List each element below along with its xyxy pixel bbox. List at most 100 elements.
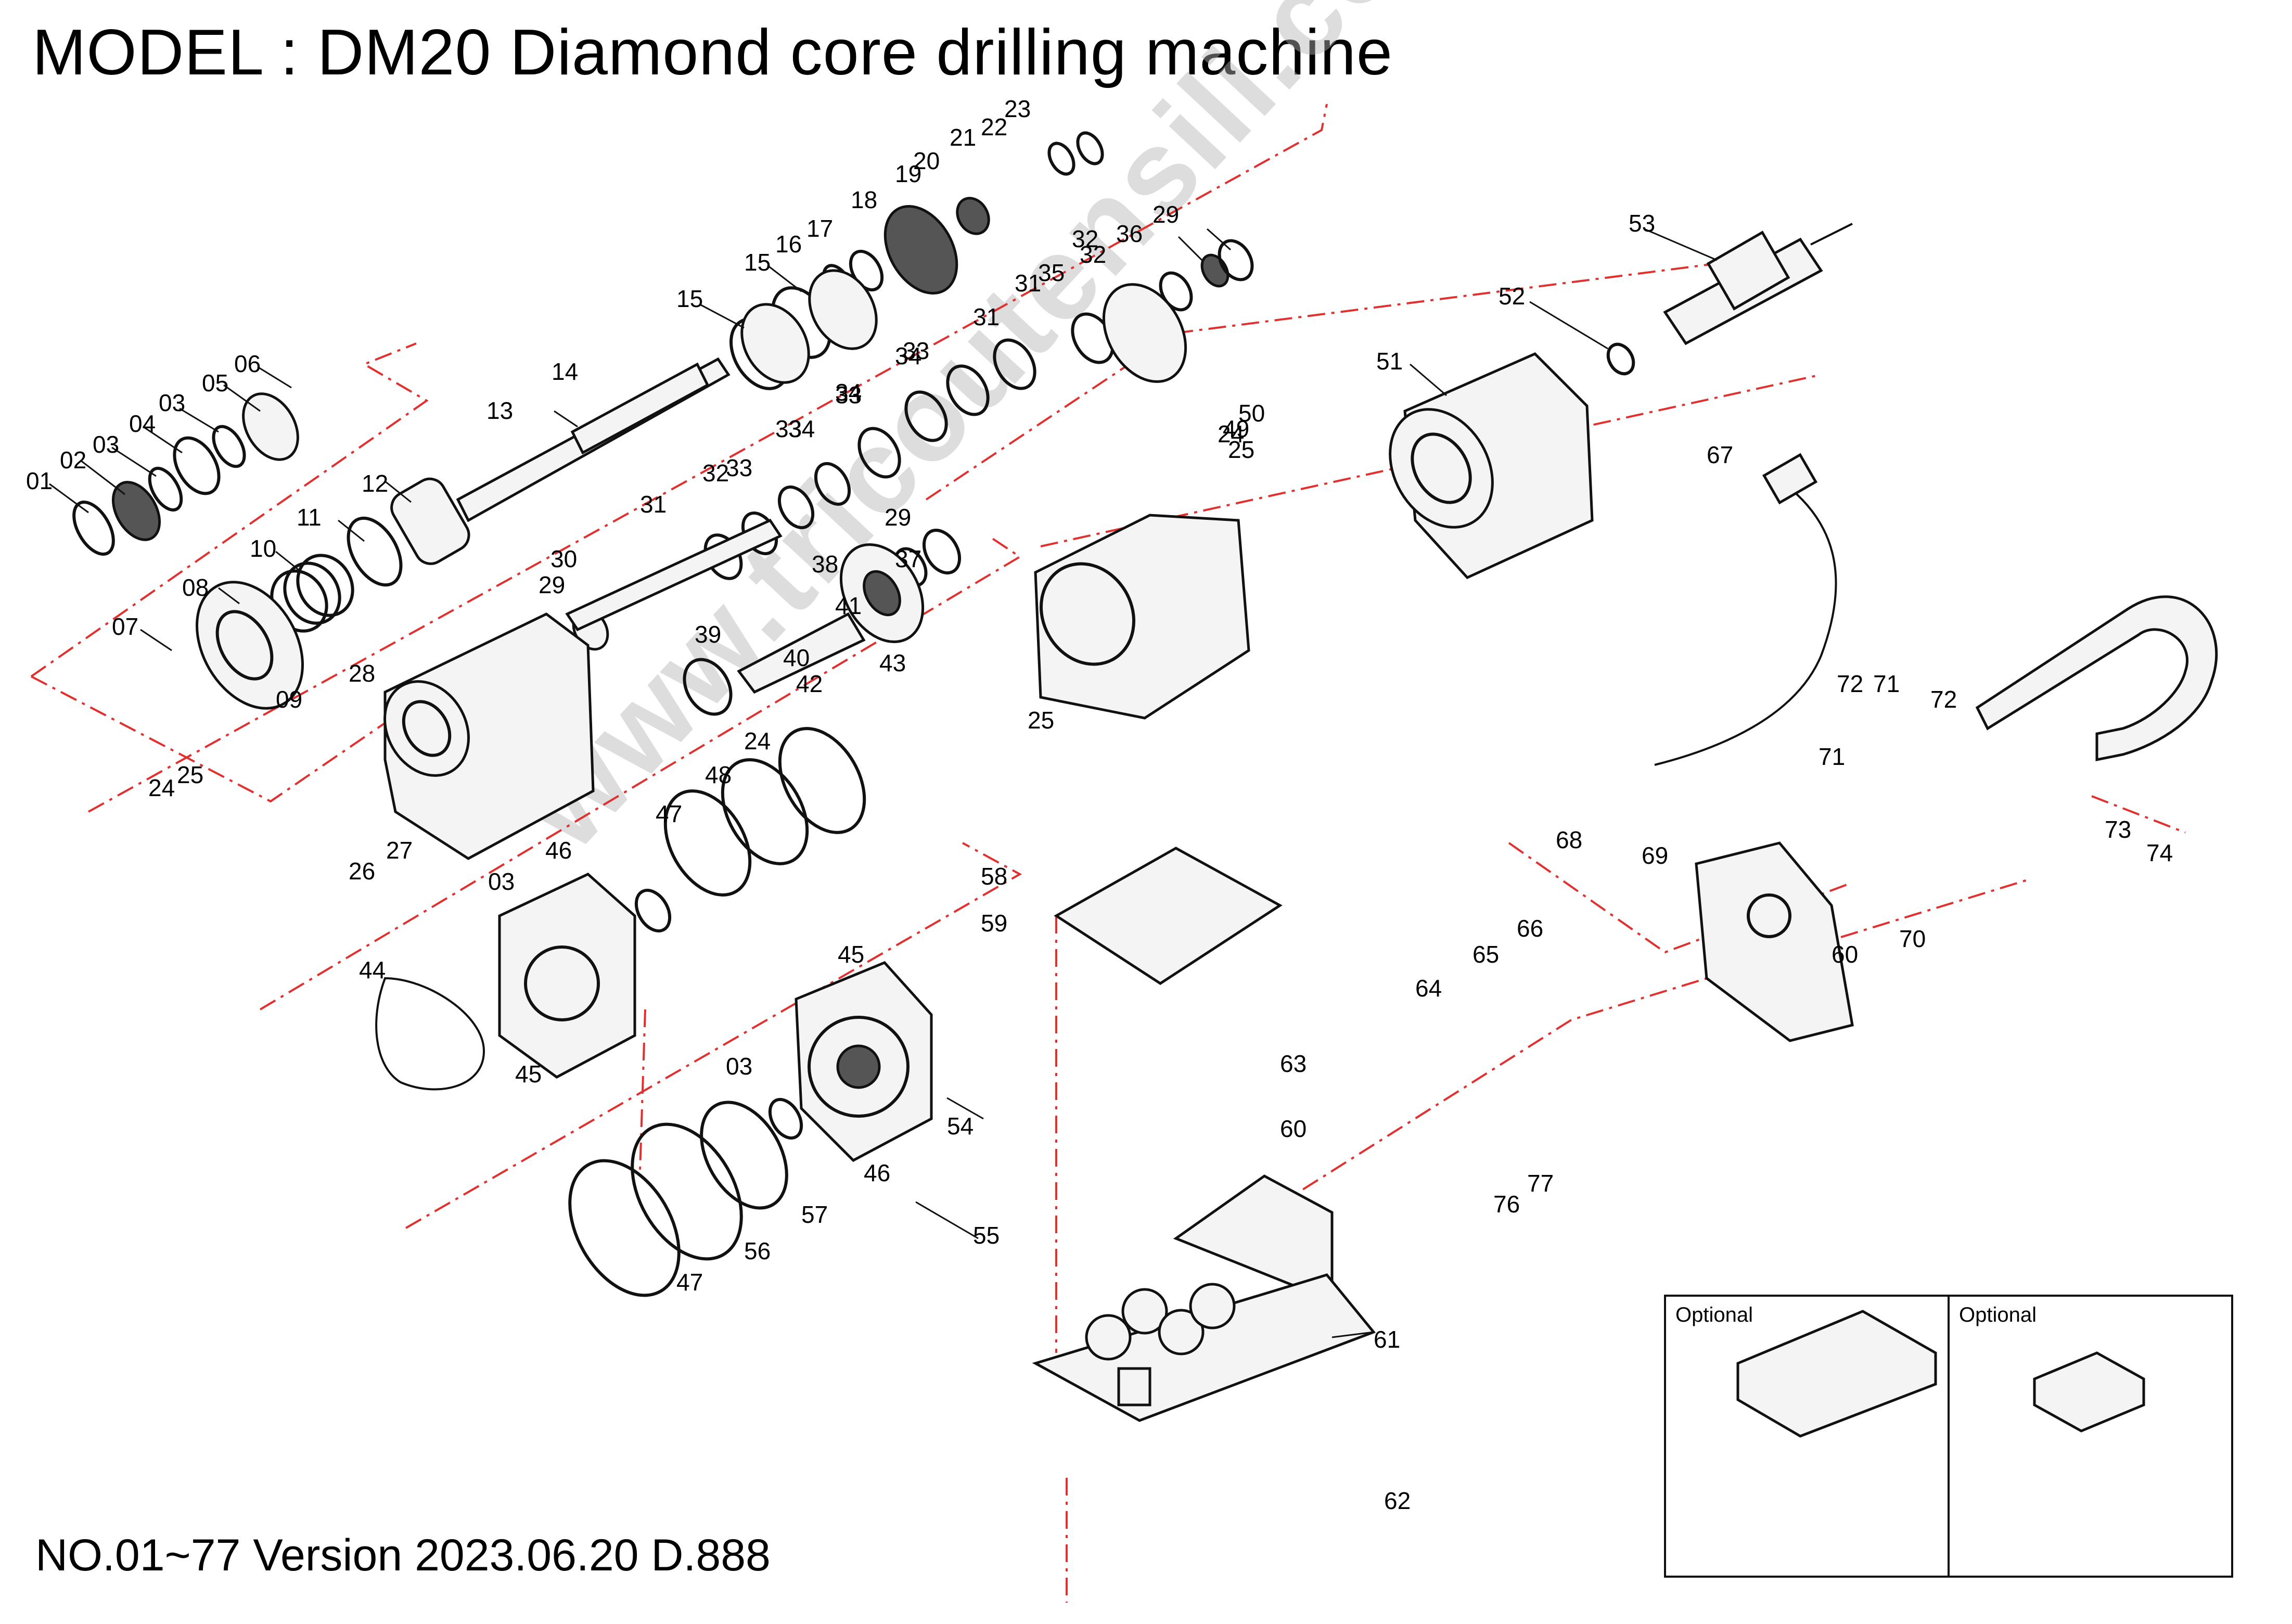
part-label-69: 69 (1642, 842, 1668, 869)
part-label-22: 22 (981, 113, 1007, 140)
part-label-29: 29 (1153, 201, 1179, 228)
part-label-15: 15 (676, 285, 703, 312)
part-label-10: 10 (250, 535, 276, 562)
part-label-62: 62 (1384, 1487, 1411, 1514)
part-label-20: 20 (913, 147, 940, 174)
motor-flange (795, 961, 933, 1162)
part-label-06: 06 (234, 350, 261, 377)
version-footer: NO.01~77 Version 2023.06.20 D.888 (35, 1530, 771, 1580)
part-label-27: 27 (386, 837, 413, 864)
part-label-07: 07 (112, 613, 138, 640)
part-label-34: 34 (788, 415, 815, 442)
part-label-47: 47 (676, 1269, 703, 1296)
part-label-25: 25 (177, 761, 203, 788)
part-label-39: 39 (695, 621, 721, 648)
armature-rotor (1663, 223, 1853, 346)
sleeve-spring (196, 477, 470, 710)
electronics-case (1032, 847, 1376, 1422)
part-label-36: 36 (1116, 220, 1143, 247)
part-label-32: 32 (1072, 225, 1098, 252)
part-label-46: 46 (545, 837, 572, 864)
part-label-03: 03 (93, 431, 119, 458)
part-label-72: 72 (1837, 670, 1863, 697)
part-label-66: 66 (1517, 915, 1543, 942)
part-label-47: 47 (656, 800, 682, 827)
part-label-38: 38 (812, 551, 838, 578)
part-label-67: 67 (1707, 441, 1733, 468)
part-label-23: 23 (1004, 95, 1031, 122)
part-label-63: 63 (1280, 1050, 1307, 1077)
part-label-77: 77 (1527, 1170, 1554, 1197)
part-label-28: 28 (349, 660, 375, 687)
part-label-25: 25 (1228, 436, 1254, 463)
part-label-40: 40 (783, 644, 810, 671)
part-label-61: 61 (1374, 1326, 1400, 1353)
part-label-34: 34 (835, 379, 862, 406)
part-label-13: 13 (486, 397, 513, 424)
part-label-08: 08 (182, 574, 209, 601)
part-label-02: 02 (60, 446, 86, 474)
part-label-31: 31 (640, 491, 667, 518)
leader-lines (49, 228, 1718, 1338)
part-label-26: 26 (349, 858, 375, 885)
part-label-45: 45 (838, 941, 864, 968)
side-handle (1975, 595, 2218, 762)
part-label-21: 21 (950, 124, 976, 151)
part-label-33: 33 (726, 454, 752, 481)
part-label-15: 15 (744, 249, 771, 276)
part-label-24: 24 (1218, 420, 1244, 447)
part-label-64: 64 (1415, 975, 1442, 1002)
optional-right-label: Optional (1959, 1303, 2037, 1326)
optional-box (1664, 1295, 2233, 1578)
part-label-24: 24 (744, 727, 771, 755)
part-label-71: 71 (1873, 670, 1900, 697)
part-label-25: 25 (1028, 707, 1054, 734)
part-label-12: 12 (362, 470, 388, 497)
optional-left-label: Optional (1675, 1303, 1753, 1326)
part-label-32: 32 (1080, 241, 1106, 268)
part-label-19: 19 (895, 160, 921, 187)
part-label-18: 18 (851, 186, 877, 213)
part-label-33: 33 (903, 337, 929, 364)
part-label-50: 50 (1238, 400, 1265, 427)
part-label-33: 33 (835, 381, 862, 408)
gear-housing (383, 612, 595, 860)
part-label-29: 29 (885, 504, 911, 531)
part-label-11: 11 (297, 504, 322, 531)
part-label-76: 76 (1493, 1191, 1520, 1218)
spindle-shaft (456, 357, 866, 694)
part-label-46: 46 (864, 1159, 890, 1186)
power-cord (1654, 453, 1837, 766)
part-label-35: 35 (1038, 259, 1065, 286)
part-label-44: 44 (359, 956, 386, 983)
part-label-03: 03 (159, 389, 185, 416)
part-label-24: 24 (148, 774, 175, 801)
part-label-29: 29 (539, 571, 565, 598)
part-label-57: 57 (801, 1201, 828, 1228)
part-label-55: 55 (973, 1222, 1000, 1249)
part-label-32: 32 (702, 459, 729, 487)
gearbox-cover (375, 873, 636, 1091)
part-label-42: 42 (796, 670, 823, 697)
bearings-gears (740, 269, 1187, 643)
part-label-37: 37 (895, 545, 921, 572)
part-label-31: 31 (1015, 270, 1041, 297)
part-label-41: 41 (835, 592, 862, 619)
part-label-51: 51 (1376, 348, 1403, 375)
part-label-09: 09 (276, 686, 302, 713)
part-label-05: 05 (202, 369, 228, 397)
part-label-65: 65 (1472, 941, 1499, 968)
part-label-68: 68 (1556, 826, 1582, 853)
motor-housing (1034, 352, 1594, 720)
part-label-17: 17 (806, 215, 833, 242)
part-labels: 0102030403050607080910111213141515161718… (26, 95, 2173, 1514)
part-label-74: 74 (2146, 839, 2173, 866)
part-label-71: 71 (1819, 743, 1845, 770)
part-label-56: 56 (744, 1237, 771, 1264)
part-label-49: 49 (1223, 415, 1249, 442)
part-label-31: 31 (973, 303, 1000, 330)
part-label-52: 52 (1499, 283, 1525, 310)
part-label-43: 43 (879, 649, 906, 676)
end-cap (1695, 841, 1854, 1042)
